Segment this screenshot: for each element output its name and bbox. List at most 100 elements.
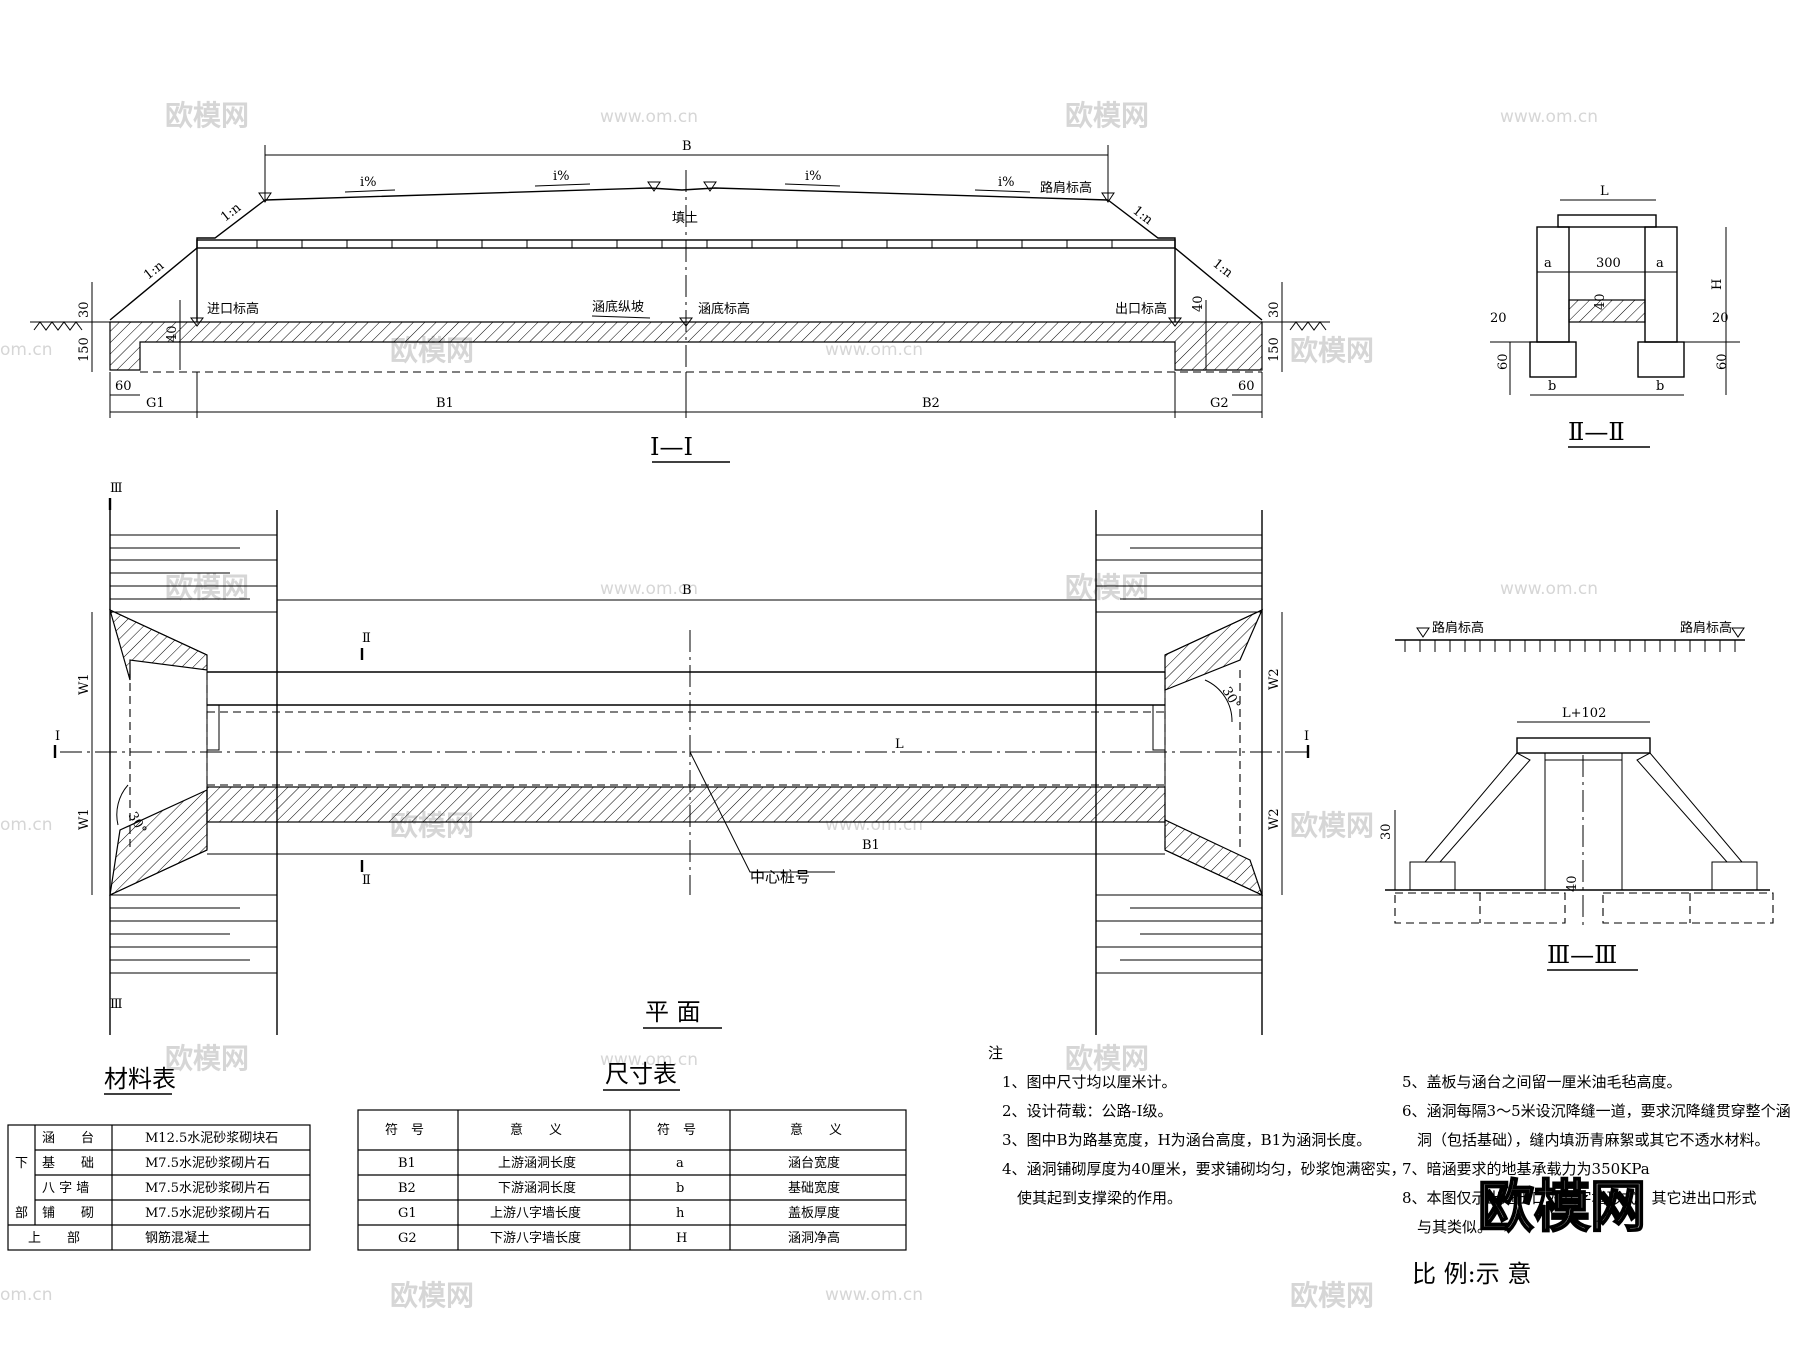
slope-arrow [974, 189, 1031, 193]
note-line: 使其起到支撑梁的作用。 [1002, 1189, 1182, 1207]
dim-label: a [1656, 256, 1664, 271]
watermark-logo: 欧模网 [1065, 1042, 1149, 1075]
angle-arc [116, 784, 129, 826]
table-cell: 盖板厚度 [788, 1205, 840, 1221]
scale-label: 比 例:示 意 [1412, 1260, 1531, 1288]
ground-symbol [33, 321, 83, 331]
section-mark: Ⅲ [110, 481, 123, 496]
table-cell: 部 [15, 1206, 28, 1221]
elevation-marker-icon [1731, 627, 1745, 638]
dim-label: 30 [77, 301, 92, 318]
right-hatch-lines [1096, 534, 1262, 974]
watermark-logo: 欧模网 [1290, 334, 1374, 367]
left-wing-wall-bottom [109, 789, 208, 897]
table-cell: 涵洞净高 [788, 1230, 840, 1246]
dim-label: 40 [165, 325, 180, 342]
section-mark: Ⅲ [110, 997, 123, 1012]
watermark-url: www.om.cn [1500, 579, 1598, 599]
angle-arc [1204, 679, 1233, 723]
dim-label: L+102 [1562, 706, 1606, 721]
dim-label: 20 [1712, 311, 1729, 326]
slope-arrow [534, 183, 591, 187]
angle-label: 30° [1219, 685, 1244, 712]
left-wing-wall-top [109, 608, 208, 681]
slope-label: i% [998, 175, 1015, 190]
section-3-3: 路肩标高 路肩标高 L+102 30 40 Ⅲ—Ⅲ [1379, 620, 1774, 971]
note-line: 1、图中尺寸均以厘米计。 [1002, 1073, 1177, 1091]
watermark-url: www.om.cn [600, 1050, 698, 1070]
dim-label: 40 [1191, 295, 1206, 312]
table-cell: 上游涵洞长度 [498, 1155, 576, 1171]
bottom-slope-label: 涵底纵坡 [592, 299, 644, 315]
culvert-wall-bottom [206, 786, 1166, 823]
watermark-url: www.om.cn [825, 340, 923, 360]
watermark-url: om.cn [0, 815, 53, 835]
cover-slab [196, 239, 1176, 249]
watermark-logo: 欧模网 [390, 1279, 474, 1312]
table-header: 意 义 [790, 1122, 842, 1138]
watermark-url: www.om.cn [600, 107, 698, 127]
right-footing [1637, 341, 1685, 378]
table-header: 意 义 [510, 1122, 562, 1138]
dim-label: B1 [862, 838, 880, 853]
slope-label: i% [805, 169, 822, 184]
elevation-marker-icon [190, 317, 204, 327]
bottom-paving [109, 321, 1263, 371]
dim-label: 300 [1596, 256, 1621, 271]
table-cell: 基 础 [42, 1156, 94, 1171]
section-mark: I [1304, 729, 1309, 744]
note-line: 4、涵洞铺砌厚度为40厘米，要求铺砌均匀，砂浆饱满密实， [1002, 1160, 1406, 1178]
table-header: 符 号 [385, 1122, 424, 1138]
table-cell: 上游八字墙长度 [490, 1205, 581, 1221]
right-wing-footing [1711, 861, 1758, 891]
left-embankment-slope [109, 199, 266, 321]
plan-title: 平 面 [645, 998, 701, 1026]
table-cell: 下游八字墙长度 [490, 1230, 581, 1246]
table-cell: 涵台宽度 [788, 1155, 840, 1171]
dim-label: W2 [1267, 808, 1282, 830]
dim-label: G1 [146, 396, 165, 411]
section-mark: I [55, 729, 60, 744]
dim-label: a [1544, 256, 1552, 271]
table-cell: B2 [398, 1181, 416, 1196]
dim-b-label: B [682, 139, 692, 154]
elevation-marker-icon [1101, 192, 1115, 203]
slope-ratio-label: 1:n [1130, 203, 1156, 228]
right-wing-wall-top [1164, 608, 1264, 691]
table-border [7, 1124, 311, 1251]
dim-label: 60 [1496, 353, 1511, 370]
table-cell: 下 [15, 1156, 28, 1171]
left-abutment [1536, 226, 1570, 343]
slope-arrow [591, 315, 651, 319]
outlet-elevation-label: 出口标高 [1115, 301, 1167, 317]
dim-label: H [1710, 279, 1725, 290]
dim-label: 30 [1267, 301, 1282, 318]
table-cell: B1 [398, 1156, 416, 1171]
dim-label: b [1656, 379, 1664, 394]
table-cell: 钢筋混凝土 [145, 1230, 210, 1246]
left-wing-footing [1409, 861, 1456, 891]
table-header: 符 号 [657, 1122, 696, 1138]
dim-label: 40 [1565, 875, 1580, 892]
elevation-marker-icon [679, 317, 693, 327]
elevation-marker-icon [1168, 317, 1182, 327]
dim-label: W1 [77, 808, 92, 830]
elevation-marker-icon [647, 181, 661, 192]
road-surface [264, 187, 1109, 201]
section-mark: Ⅱ [362, 631, 371, 646]
note-line: 与其类似。 [1402, 1218, 1492, 1236]
dim-label: 40 [1593, 293, 1608, 310]
watermark-logo: 欧模网 [1478, 1175, 1646, 1240]
table-border [357, 1109, 907, 1251]
slab-joints [256, 240, 1113, 248]
dim-label: L [1600, 184, 1609, 199]
table-cell: 基础宽度 [788, 1180, 840, 1196]
paving [1568, 299, 1646, 323]
table-cell: M12.5水泥砂浆砌块石 [145, 1131, 278, 1146]
section-2-2: L a 300 a 40 H 20 20 60 60 b b Ⅱ—Ⅱ [1490, 184, 1740, 448]
bottom-elevation-label: 涵底标高 [698, 301, 750, 317]
slope-ratio-label: 1:n [1210, 256, 1236, 281]
slope-arrow [344, 189, 396, 193]
right-embankment-slope [1107, 199, 1263, 321]
